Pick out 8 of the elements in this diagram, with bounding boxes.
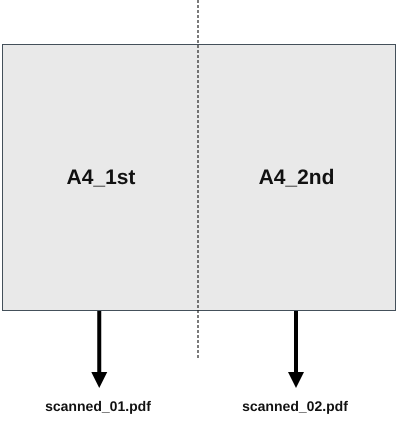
arrow xyxy=(91,311,108,388)
page-half xyxy=(198,44,396,311)
page-label: A4_2nd xyxy=(258,166,334,190)
page-label: A4_1st xyxy=(66,166,136,190)
file-name: scanned_01.pdf xyxy=(45,398,151,416)
page-half xyxy=(2,44,199,311)
file-name: scanned_02.pdf xyxy=(242,398,348,416)
arrow xyxy=(288,311,304,388)
